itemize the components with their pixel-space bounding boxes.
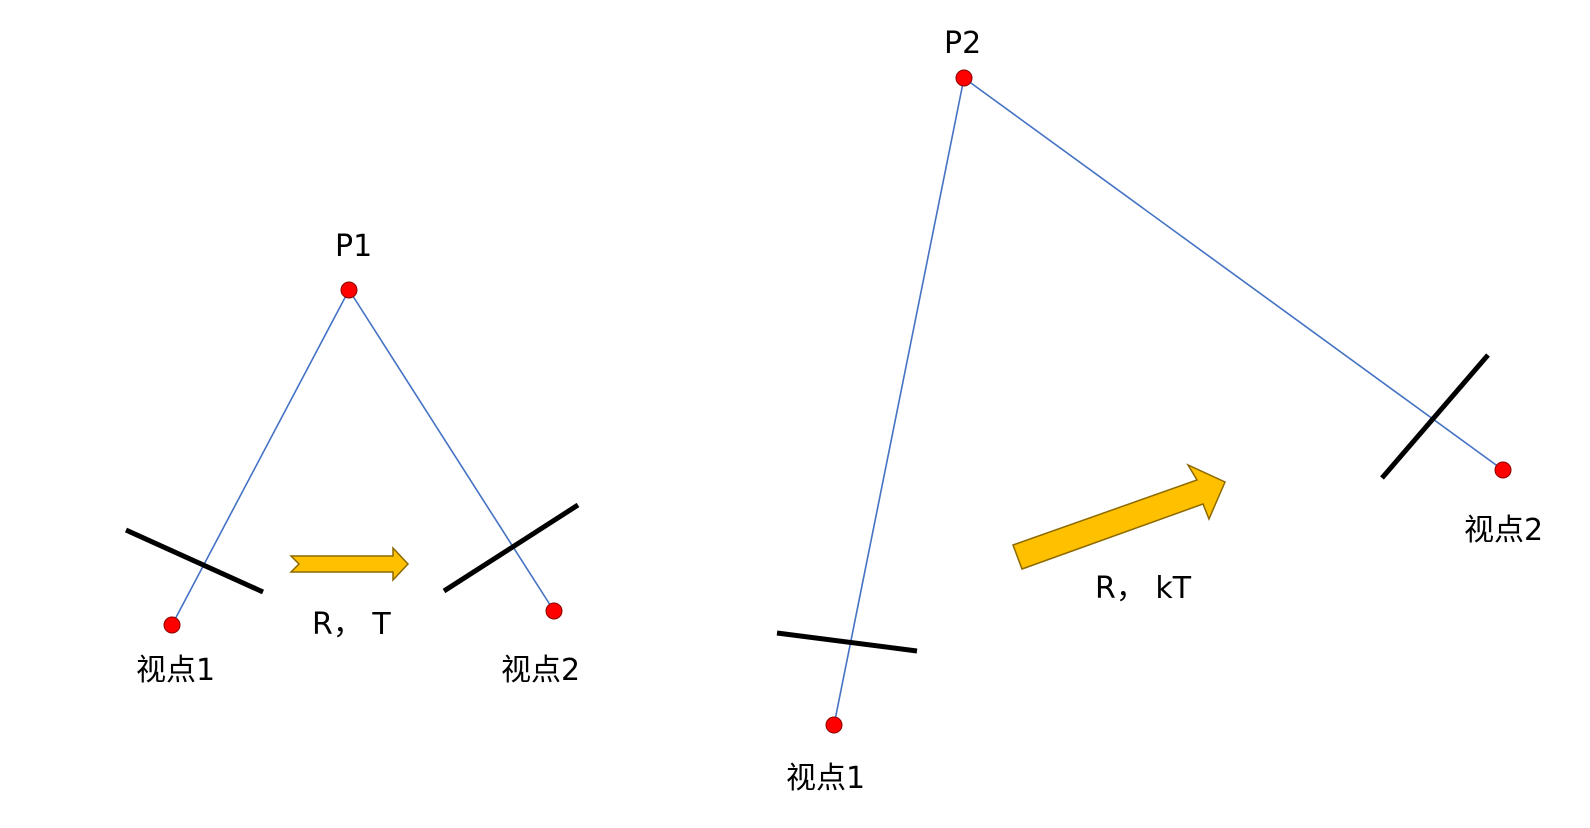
left-image-plane-2: [442, 502, 580, 594]
left-image-plane-1: [124, 527, 265, 595]
left-scene: P1 视点1 视点2 R， T: [124, 229, 580, 688]
left-viewpoint-1: [163, 616, 181, 634]
right-view2-label: 视点2: [1464, 513, 1543, 548]
left-ray-view1: [171, 289, 350, 626]
right-image-plane-2: [1380, 353, 1490, 480]
right-point-p2: [955, 69, 973, 87]
left-view1-label: 视点1: [136, 653, 215, 688]
left-motion-arrow: [289, 546, 410, 582]
right-scene: P2 视点1 视点2 R， kT: [776, 26, 1543, 796]
left-view2-label: 视点2: [501, 653, 580, 688]
right-viewpoint-1: [825, 716, 843, 734]
right-motion-arrow: [1012, 463, 1226, 570]
right-view1-label: 视点1: [786, 761, 865, 796]
left-point-label: P1: [335, 229, 372, 264]
left-point-p1: [340, 281, 358, 299]
right-motion-label: R， kT: [1095, 571, 1192, 606]
right-image-plane-1: [776, 630, 918, 654]
right-ray-view1: [833, 77, 965, 726]
left-motion-label: R， T: [312, 607, 391, 642]
left-ray-view2: [348, 289, 555, 612]
left-viewpoint-2: [545, 602, 563, 620]
right-ray-view2: [963, 77, 1504, 471]
right-viewpoint-2: [1494, 461, 1512, 479]
right-point-label: P2: [944, 26, 981, 61]
